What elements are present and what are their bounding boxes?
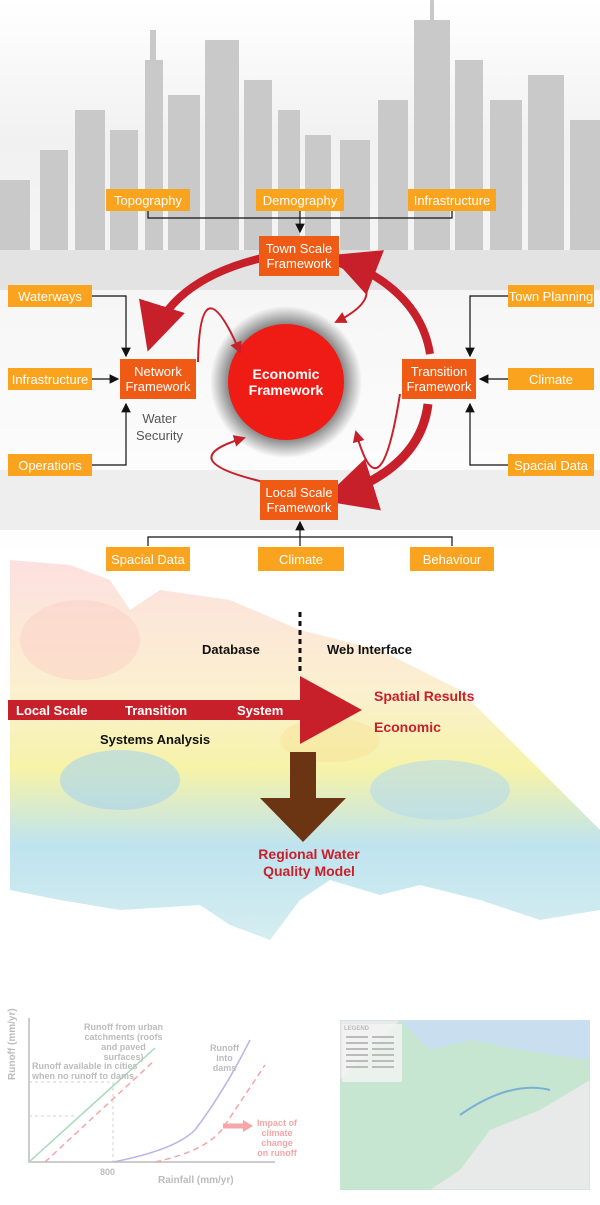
- transition-label: Transition: [125, 703, 188, 718]
- spacial-data-bottom-box: Spacial Data: [106, 547, 190, 571]
- demography-box: Demography: [256, 189, 344, 211]
- city-skyline-background: [0, 0, 600, 560]
- impact-line4: on runoff: [257, 1148, 297, 1158]
- chart-ylabel: Runoff (mm/yr): [7, 1008, 18, 1080]
- urban-line1: Runoff from urban: [84, 1022, 163, 1032]
- impact-line1: Impact of: [257, 1118, 298, 1128]
- cities-line2: when no runoff to dams: [32, 1071, 134, 1081]
- transition-line1: Transition: [410, 364, 468, 379]
- economic-line1: Economic: [252, 366, 320, 382]
- topography-box: Topography: [106, 189, 190, 211]
- water-security-line1: Water: [142, 411, 177, 426]
- impact-line3: change: [261, 1138, 293, 1148]
- climate-right-box: Climate: [508, 368, 594, 390]
- operations-box: Operations: [8, 454, 92, 476]
- network-framework-box: Network Framework: [120, 359, 196, 399]
- urban-runoff-note: Runoff from urban catchments (roofs and …: [84, 1022, 163, 1062]
- systems-analysis-label: Systems Analysis: [100, 732, 211, 747]
- web-interface-label: Web Interface: [327, 642, 413, 657]
- cities-line1: Runoff available in cities: [32, 1061, 138, 1071]
- regional-line2: Quality Model: [263, 863, 355, 879]
- database-label: Database: [202, 642, 260, 657]
- transition-line2: Framework: [406, 379, 472, 394]
- runoff-chart: [28, 1018, 275, 1163]
- transition-framework-box: Transition Framework: [402, 359, 476, 399]
- rainfall-map-background: [10, 560, 600, 940]
- waterways-box: Waterways: [8, 285, 92, 307]
- chart-tick-800: 800: [100, 1167, 116, 1177]
- dams-runoff-note: Runoff into dams: [210, 1043, 239, 1073]
- spacial-data-right-box: Spacial Data: [508, 454, 594, 476]
- chart-xlabel: Rainfall (mm/yr): [158, 1175, 234, 1186]
- cities-runoff-note: Runoff available in cities when no runof…: [32, 1061, 138, 1081]
- economic-line2: Framework: [248, 382, 324, 398]
- town-line1: Town Scale: [265, 241, 333, 256]
- regional-line1: Regional Water: [258, 846, 360, 862]
- water-security-line2: Security: [136, 428, 183, 443]
- dams-line2: into: [216, 1053, 233, 1063]
- town-scale-framework-box: Town Scale Framework: [259, 236, 339, 276]
- impact-line2: climate: [261, 1128, 293, 1138]
- local-line2: Framework: [266, 500, 332, 515]
- mini-map: [340, 1020, 590, 1190]
- town-planning-box: Town Planning: [508, 285, 594, 307]
- system-label: System: [237, 703, 284, 718]
- dams-line1: Runoff: [210, 1043, 239, 1053]
- economic-label: Economic: [374, 719, 441, 735]
- local-scale-label: Local Scale: [16, 703, 88, 718]
- network-line2: Framework: [125, 379, 191, 394]
- regional-water-quality-label: Regional Water Quality Model: [254, 846, 364, 880]
- local-scale-framework-box: Local Scale Framework: [260, 480, 338, 520]
- urban-line4: surfaces): [103, 1052, 144, 1062]
- urban-line3: and paved: [101, 1042, 146, 1052]
- minimap-legend-title: LEGEND: [344, 1026, 370, 1032]
- behaviour-box: Behaviour: [410, 547, 494, 571]
- local-line1: Local Scale: [265, 485, 333, 500]
- infrastructure-top-box: Infrastructure: [408, 189, 496, 211]
- climate-impact-note: Impact of climate change on runoff: [257, 1118, 297, 1158]
- infrastructure-left-box: Infrastructure: [8, 368, 92, 390]
- climate-bottom-box: Climate: [258, 547, 344, 571]
- dams-line3: dams: [212, 1063, 237, 1073]
- town-line2: Framework: [266, 256, 332, 271]
- network-line1: Network: [134, 364, 182, 379]
- spatial-results-label: Spatial Results: [374, 688, 475, 704]
- urban-line2: catchments (roofs: [84, 1032, 163, 1042]
- economic-framework-label: Economic Framework: [224, 320, 348, 444]
- water-security-label: Water Security: [136, 410, 183, 444]
